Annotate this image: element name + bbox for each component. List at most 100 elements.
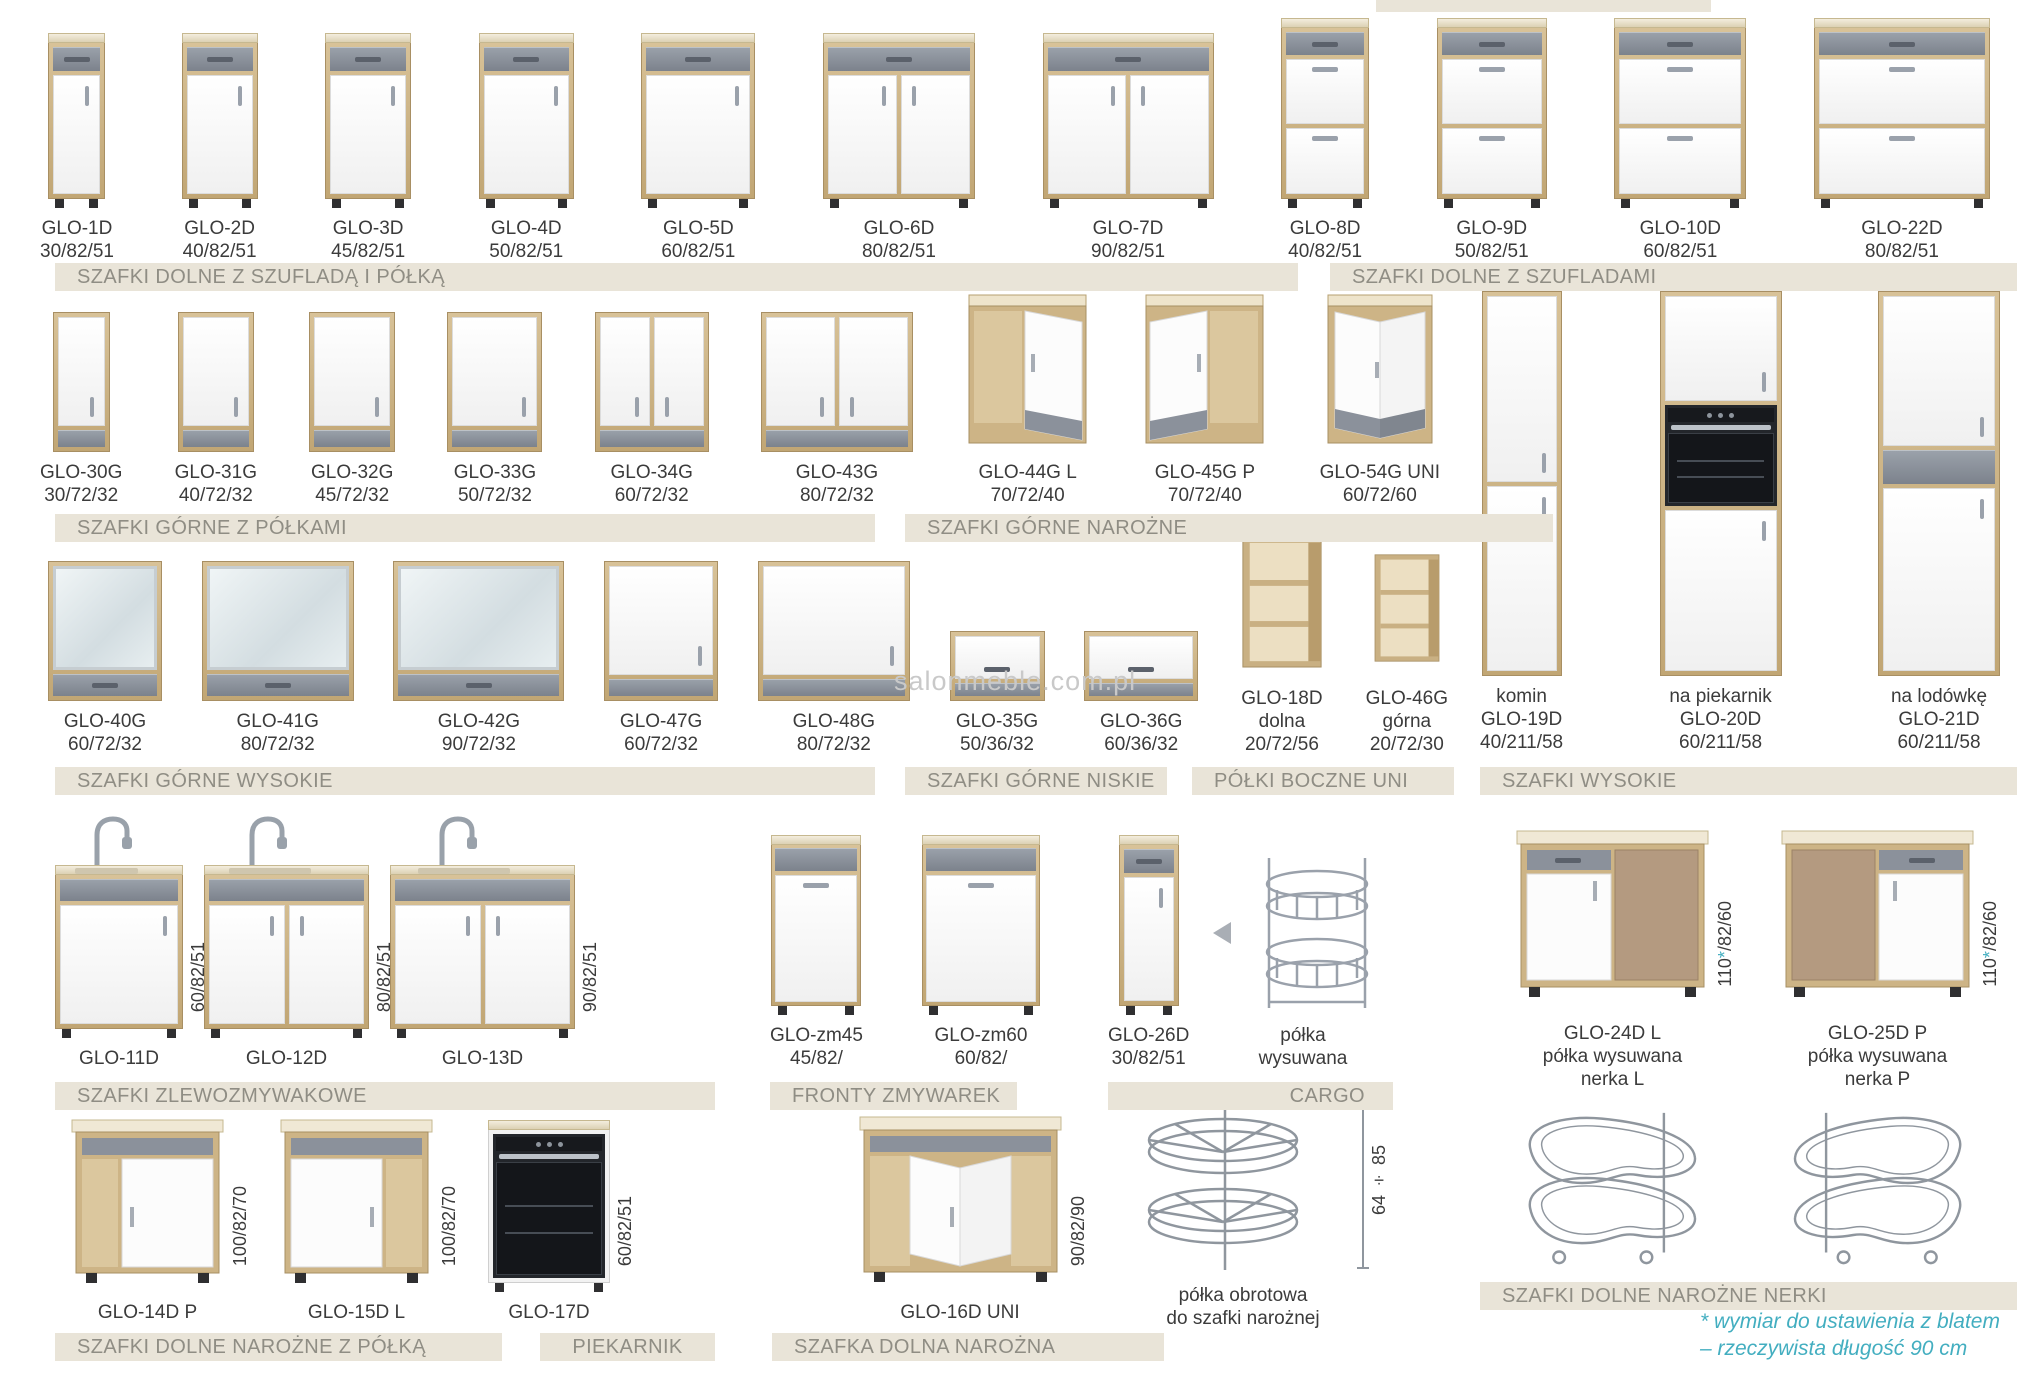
dishwasher-front-figure: [922, 835, 1040, 1015]
product-figure: [922, 835, 1040, 1015]
dimension-line: [1357, 1096, 1369, 1269]
product-line: GLO-21D: [1898, 709, 1980, 730]
cabinet-figure: [822, 33, 975, 208]
product-figure: 64 ÷ 85: [1120, 1090, 1389, 1275]
cabinet-figure: [757, 561, 910, 701]
cabinet-figure: [641, 33, 756, 208]
product-figure: [447, 312, 543, 452]
product-code: GLO-32G: [311, 462, 394, 483]
cabinet-figure: [1659, 291, 1782, 676]
product-line: GLO-20D: [1679, 709, 1762, 730]
product-line: GLO-19D: [1480, 709, 1563, 730]
product-line: 80/72/32: [796, 734, 871, 755]
product-figure: [1118, 835, 1179, 1015]
footnote-text1: wymiar do ustawienia z blatem: [1708, 1310, 2000, 1333]
product-code: GLO-1D: [41, 218, 113, 239]
product-line: 20/72/56: [1244, 734, 1319, 755]
product-figure: [594, 312, 709, 452]
cabinet-figure: [859, 1116, 1061, 1282]
section-band-piekarnik: PIEKARNIK: [540, 1333, 715, 1361]
product-figure: 110*/82/60: [1515, 823, 1735, 1013]
section-band-gorne-niskie: SZAFKI GÓRNE NISKIE: [905, 767, 1167, 795]
product-line: do szafki narożnej: [1166, 1308, 1320, 1329]
arrow-left-icon: [1213, 921, 1231, 944]
product-dims-rotated: 110*/82/60: [1715, 901, 1735, 987]
dimension-label: 64 ÷ 85: [1369, 1144, 1389, 1215]
cabinet-figure: [478, 33, 574, 208]
product-code: GLO-4D: [490, 218, 562, 239]
product-code: GLO-5D: [662, 218, 734, 239]
product-code: komin: [1496, 686, 1547, 707]
section-band-gorne-wysokie: SZAFKI GÓRNE WYSOKIE: [55, 767, 875, 795]
product-line: 40/82/51: [1288, 241, 1363, 262]
product-dims-rotated: 90/82/51: [580, 941, 600, 1012]
product-figure: [771, 835, 862, 1015]
product-code: GLO-2D: [184, 218, 255, 239]
product-code: GLO-7D: [1092, 218, 1164, 239]
cabinet-figure: [181, 33, 258, 208]
product-code: półka obrotowa: [1178, 1285, 1308, 1306]
product-code: GLO-zm45: [770, 1025, 863, 1046]
product-code: GLO-30G: [40, 462, 123, 483]
cabinet-figure: [390, 813, 575, 1038]
product-code: GLO-54G UNI: [1319, 462, 1440, 483]
dishwasher-front-figure: [771, 835, 862, 1015]
cabinet-figure: [1281, 18, 1370, 208]
product-dims-rotated: 100/82/70: [439, 1185, 459, 1266]
product-figure: [52, 312, 110, 452]
product-figure: [1142, 292, 1267, 452]
product-line: 45/82/51: [331, 241, 406, 262]
section-band-szafka-dolna-narozna: SZAFKA DOLNA NAROŻNA: [772, 1333, 1164, 1361]
cabinet-figure: [1374, 554, 1440, 662]
product-figure: [1238, 531, 1326, 678]
product-code: GLO-25D P: [1827, 1023, 1928, 1044]
cabinet-figure: [1878, 291, 2000, 676]
product-line: 50/36/32: [960, 734, 1034, 755]
faucet-icon: [433, 816, 477, 871]
product-figure: 100/82/70: [279, 1115, 459, 1292]
section-band-fronty-zmywarek: FRONTY ZMYWAREK: [770, 1082, 1017, 1110]
cabinet-figure: [52, 312, 110, 452]
product-figure: [604, 561, 719, 701]
cabinet-figure: [1436, 18, 1547, 208]
asterisk: *: [1715, 951, 1735, 959]
product-line: 45/82/: [790, 1048, 843, 1069]
product-line: 70/72/40: [1167, 485, 1242, 506]
product-line: 60/72/32: [624, 734, 699, 755]
product-line: 60/72/32: [614, 485, 689, 506]
cabinet-figure: [1327, 294, 1433, 444]
cabinet-figure: [760, 312, 913, 452]
product-figure: [757, 561, 910, 701]
product-line: półka wysuwana: [1542, 1046, 1683, 1067]
product-line: wysuwana: [1258, 1048, 1348, 1069]
footnote-line1: * wymiar do ustawienia z blatem: [1700, 1308, 2010, 1335]
cabinet-figure: [1145, 294, 1264, 444]
product-figure: [949, 631, 1045, 701]
cabinet-figure: [393, 561, 565, 701]
product-figure: [1042, 33, 1214, 208]
product-line: 90/72/32: [441, 734, 516, 755]
product-line: 50/82/51: [1454, 241, 1529, 262]
pullout-basket-figure: [1213, 850, 1393, 1015]
section-band-dolne-z-szuflada-i-polka: SZAFKI DOLNE Z SZUFLADĄ I PÓŁKĄ: [55, 263, 1298, 291]
